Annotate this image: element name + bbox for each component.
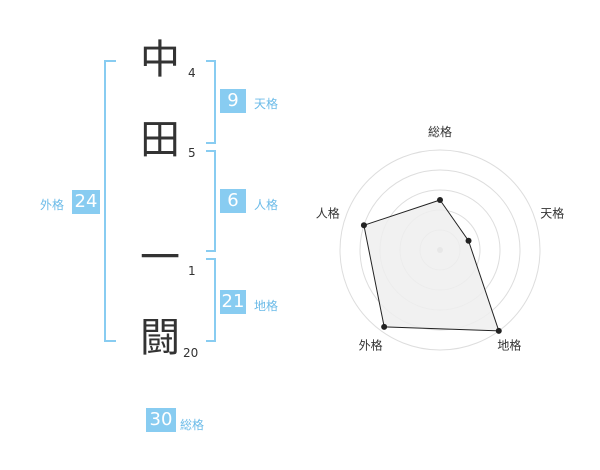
radar-point-3 <box>495 327 502 334</box>
radar-axis-label-5: 人格 <box>316 206 340 221</box>
gaikaku-bracket <box>104 60 116 342</box>
radar-axis-label-3: 地格 <box>497 338 521 353</box>
name-char-3: 一 <box>140 235 180 281</box>
radar-ring <box>359 169 521 331</box>
soukaku-label: 総格 <box>180 418 205 432</box>
jinkaku-bracket <box>206 150 216 252</box>
radar-polygon <box>363 199 500 332</box>
chikaku-bracket <box>206 258 216 342</box>
radar-shape <box>360 197 502 334</box>
stroke-count-2: 5 <box>188 146 196 160</box>
stroke-count-4: 20 <box>183 346 199 360</box>
radar-axis-label-1: 総格 <box>428 124 452 139</box>
stroke-count-1: 4 <box>188 66 196 80</box>
chikaku-value-badge: 21 <box>220 290 246 314</box>
radar-ring <box>339 149 541 351</box>
radar-point-5 <box>360 222 367 229</box>
gaikaku-value-badge: 24 <box>72 190 100 214</box>
radar-axis-label-4: 外格 <box>359 338 383 353</box>
name-char-2: 田 <box>140 117 180 163</box>
radar-axis-label-2: 天格 <box>540 206 564 221</box>
jinkaku-value-badge: 6 <box>220 189 246 213</box>
stroke-count-3: 1 <box>188 264 196 278</box>
radar-point-4 <box>381 323 388 330</box>
soukaku-value-badge: 30 <box>146 408 176 432</box>
tenkaku-label: 天格 <box>254 97 279 111</box>
gaikaku-label: 外格 <box>40 198 65 212</box>
radar-point-2 <box>465 237 472 244</box>
name-char-1: 中 <box>140 37 180 83</box>
jinkaku-label: 人格 <box>254 198 279 212</box>
chikaku-label: 地格 <box>254 299 279 313</box>
name-char-4: 闘 <box>140 315 180 361</box>
tenkaku-bracket <box>206 60 216 144</box>
radar-point-1 <box>437 197 443 203</box>
tenkaku-value-badge: 9 <box>220 89 246 113</box>
